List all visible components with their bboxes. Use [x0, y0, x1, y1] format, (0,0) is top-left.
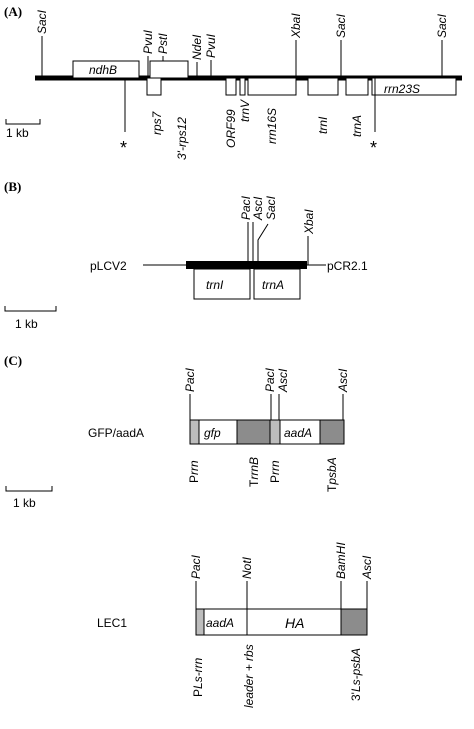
- aada-gene-label: aadA: [284, 426, 312, 440]
- panel-b-label: (B): [4, 179, 21, 194]
- gene-label-ndhb: ndhB: [89, 63, 117, 77]
- site-paci-lec: PacI: [189, 554, 203, 579]
- gene-box-orf99: [225, 77, 237, 96]
- element-ls-psba: 3'Ls-psbA: [349, 648, 363, 701]
- gene-box-trna-b: [253, 268, 301, 300]
- site-xbai-b: XbaI: [302, 209, 316, 235]
- element-trrnb: TrrnB: [247, 457, 261, 487]
- site-paci-c2: PacI: [263, 367, 277, 392]
- site-pvui-1: PvuI: [141, 29, 155, 54]
- lec-site-ticks: [195, 581, 368, 609]
- gfp-gene-box: [198, 419, 238, 445]
- site-saci-1: SacI: [35, 9, 49, 34]
- lec-aada-label: aadA: [206, 616, 234, 630]
- gfp-gene-label: gfp: [204, 426, 221, 440]
- scale-label-c: 1 kb: [13, 496, 36, 510]
- lec-ha-box: [246, 608, 342, 636]
- site-pvui-2: PvuI: [204, 33, 218, 58]
- site-noti-lec: NotI: [240, 556, 254, 579]
- scale-bar-c: [5, 486, 53, 492]
- gene-label-trnv: trnV: [238, 99, 252, 122]
- gene-box-rps12-exon: [149, 60, 189, 79]
- site-ndei: NdeI: [190, 34, 204, 60]
- gene-box-trnv: [239, 77, 246, 96]
- gene-box-trna: [345, 77, 369, 96]
- gene-label-orf99: ORF99: [224, 109, 238, 148]
- gfp-construct-name: GFP/aadA: [88, 426, 144, 440]
- gfp-site-ticks: [189, 394, 344, 420]
- site-asci-c1: AscI: [276, 368, 290, 393]
- gene-label-rps7: rps7: [150, 110, 164, 135]
- element-leader-rbs: leader + rbs: [242, 644, 256, 708]
- scale-bar-b: [4, 306, 57, 312]
- gene-box-trni: [307, 77, 339, 96]
- lec-psba-block: [340, 608, 368, 636]
- element-prrn-1: Prrn: [187, 460, 201, 483]
- gfp-tpsba-block: [319, 419, 345, 445]
- lec-pls-rrn-block: [195, 608, 205, 636]
- gene-label-trni: trnI: [316, 116, 330, 134]
- site-saci-2: SacI: [334, 13, 348, 38]
- gfp-prrn-block-2: [269, 419, 281, 445]
- panel-c-label: (C): [4, 353, 22, 368]
- scale-bar-a: [5, 119, 41, 125]
- gene-box-rrn16s: [247, 77, 297, 96]
- gene-box-trni-b: [193, 268, 251, 300]
- site-paci-b: PacI: [239, 195, 253, 220]
- gfp-trrnb-block: [236, 419, 271, 445]
- scale-label-b: 1 kb: [15, 317, 38, 331]
- site-asci-lec: AscI: [360, 555, 374, 580]
- gene-label-rps12: 3'-rps12: [175, 117, 189, 160]
- gene-label-trna: trnA: [350, 115, 364, 137]
- site-saci-b: SacI: [264, 195, 278, 220]
- gfp-prrn-block-1: [189, 419, 200, 445]
- gene-box-rps7: [146, 77, 162, 96]
- gene-label-trni-b: trnI: [206, 278, 224, 292]
- site-paci-c1: PacI: [183, 367, 197, 392]
- site-xbai: XbaI: [289, 13, 303, 39]
- site-psti: PstI: [156, 33, 170, 54]
- site-bamhi-lec: BamHI: [334, 542, 348, 579]
- site-asci-b: AscI: [251, 196, 265, 221]
- gene-label-rrn16s: rrn16S: [265, 108, 279, 144]
- scale-label-a: 1 kb: [6, 126, 29, 140]
- site-asci-c2: AscI: [336, 368, 350, 393]
- plcv2-label: pLCV2: [90, 259, 127, 273]
- gene-label-trna-b: trnA: [262, 278, 284, 292]
- element-prrn-2: Prrn: [268, 460, 282, 483]
- aada-gene-box: [279, 419, 321, 445]
- lec-ha-label: HA: [285, 615, 304, 631]
- asterisk-2: *: [370, 138, 377, 158]
- gene-box-rrn23s: [371, 77, 457, 96]
- lec-construct-name: LEC1: [97, 616, 127, 630]
- panel-a-label: (A): [4, 4, 22, 19]
- element-tpsba: TpsbA: [325, 457, 339, 492]
- pcr21-label: pCR2.1: [327, 259, 368, 273]
- site-saci-3: SacI: [435, 13, 449, 38]
- panel-b-site-ticks: [247, 222, 309, 265]
- panel-a-site-ticks: [41, 36, 443, 78]
- element-pls-rrn: PLs-rrn: [191, 657, 205, 697]
- gene-label-rrn23s: rrn23S: [384, 82, 420, 96]
- gene-box-ndhb: [72, 60, 140, 79]
- asterisk-1: *: [120, 138, 127, 158]
